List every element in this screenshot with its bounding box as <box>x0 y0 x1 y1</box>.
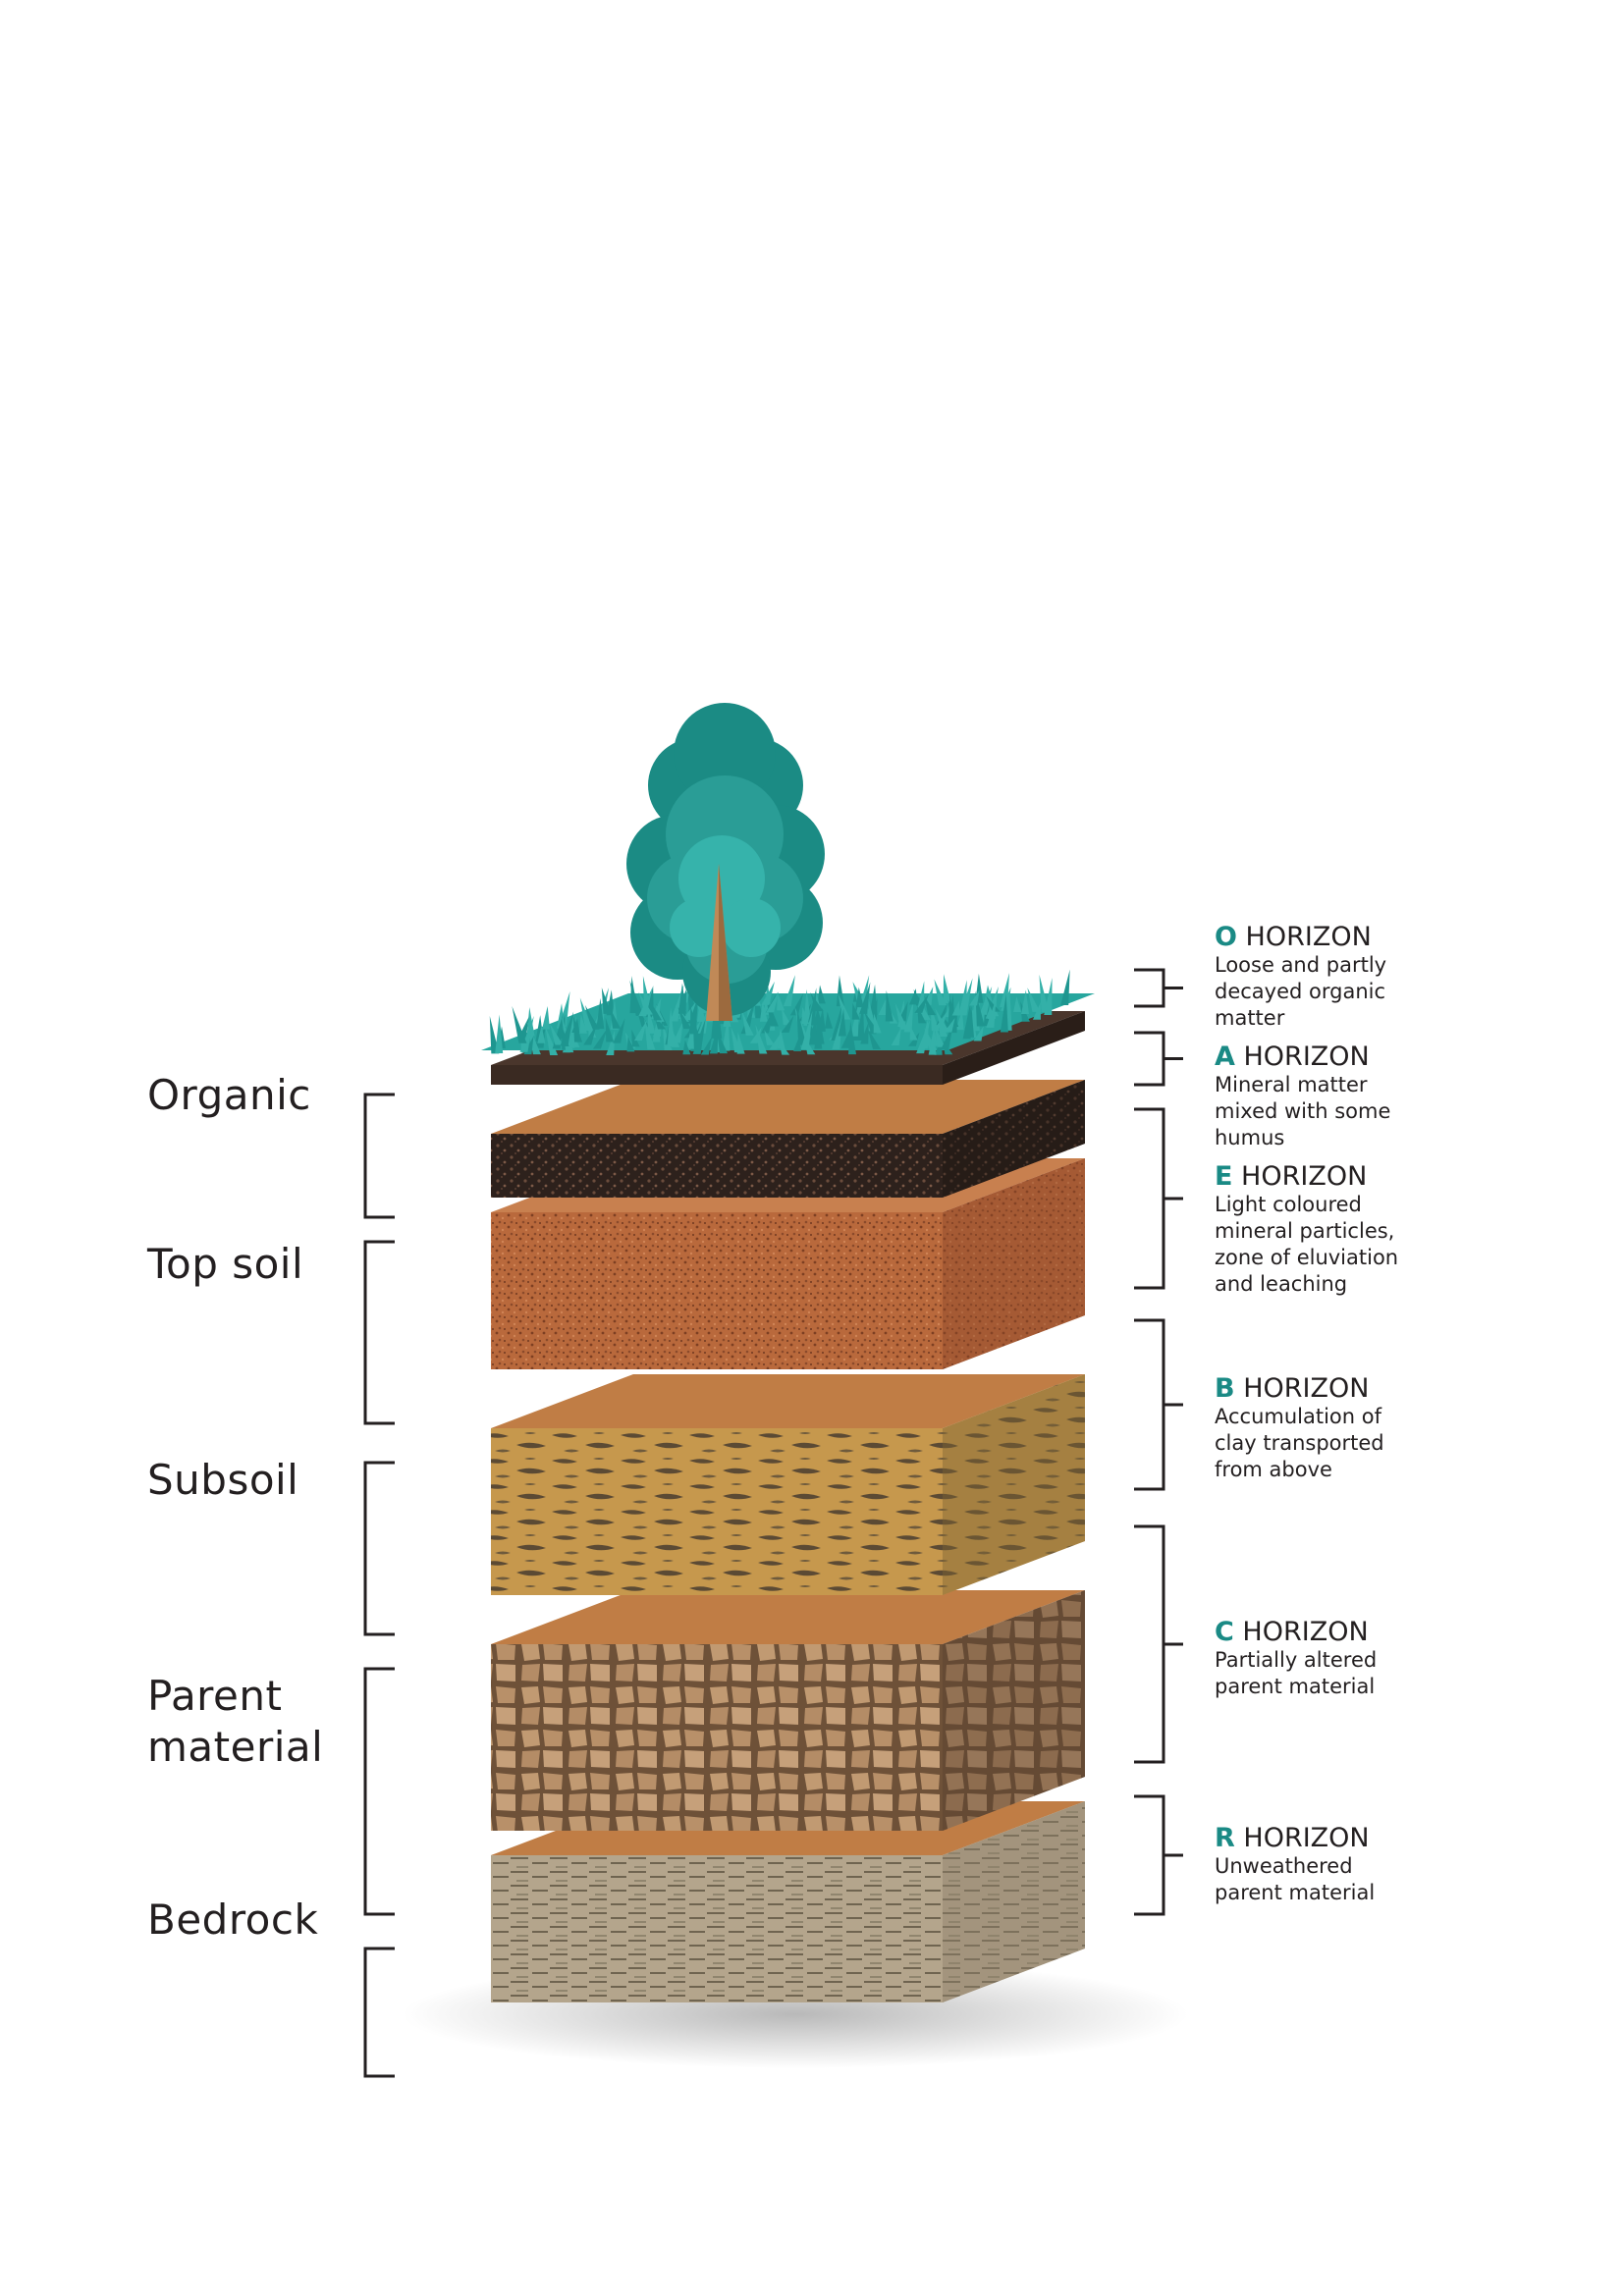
soil-blocks <box>491 1011 1085 2002</box>
subsoil-block <box>491 1374 1085 1595</box>
horizon-title: E HORIZON <box>1215 1162 1509 1192</box>
horizon-title: R HORIZON <box>1215 1824 1509 1853</box>
right-bracket <box>1134 1524 1183 1764</box>
horizon-title: O HORIZON <box>1215 923 1509 952</box>
tree-icon <box>626 703 825 1021</box>
horizon-title: A HORIZON <box>1215 1042 1509 1072</box>
left-bracket <box>363 1093 395 1219</box>
left-bracket <box>363 1947 395 2078</box>
right-bracket <box>1134 1794 1183 1916</box>
horizon-description: Accumulation of clay transported from ab… <box>1215 1405 1384 1481</box>
horizon-letter: E <box>1215 1161 1233 1192</box>
left-bracket <box>363 1667 395 1916</box>
horizon-description: Loose and partly decayed organic matter <box>1215 953 1387 1030</box>
horizon-word: HORIZON <box>1243 1041 1370 1072</box>
layer-label: Subsoil <box>147 1456 299 1504</box>
parent-material-block <box>491 1590 1085 1831</box>
horizon-word: HORIZON <box>1243 1823 1370 1853</box>
layer-label: Bedrock <box>147 1896 319 1944</box>
layer-label: Parent material <box>147 1672 324 1771</box>
left-bracket <box>363 1240 395 1425</box>
horizon-word: HORIZON <box>1242 1617 1369 1647</box>
horizon-description: Unweathered parent material <box>1215 1854 1376 1904</box>
horizon-letter: R <box>1215 1823 1235 1853</box>
brackets <box>363 968 1183 2078</box>
horizon-word: HORIZON <box>1245 922 1372 952</box>
right-bracket <box>1134 1318 1183 1491</box>
right-bracket <box>1134 1107 1183 1290</box>
horizon-letter: C <box>1215 1617 1234 1647</box>
left-bracket <box>363 1461 395 1636</box>
humus-block <box>491 1080 1085 1198</box>
horizon-description: Light coloured mineral particles, zone o… <box>1215 1193 1399 1296</box>
horizon-word: HORIZON <box>1241 1161 1368 1192</box>
layer-label: Top soil <box>147 1240 304 1288</box>
horizon-word: HORIZON <box>1243 1373 1370 1404</box>
horizon-title: B HORIZON <box>1215 1374 1509 1404</box>
right-bracket <box>1134 1031 1183 1087</box>
layer-label: Organic <box>147 1071 311 1119</box>
horizon-letter: A <box>1215 1041 1235 1072</box>
horizon-title: C HORIZON <box>1215 1618 1509 1647</box>
right-bracket <box>1134 968 1183 1008</box>
bedrock-block <box>491 1801 1085 2002</box>
horizon-letter: B <box>1215 1373 1235 1404</box>
horizon-letter: O <box>1215 922 1237 952</box>
horizon-description: Mineral matter mixed with some humus <box>1215 1073 1391 1149</box>
horizon-description: Partially altered parent material <box>1215 1648 1378 1698</box>
